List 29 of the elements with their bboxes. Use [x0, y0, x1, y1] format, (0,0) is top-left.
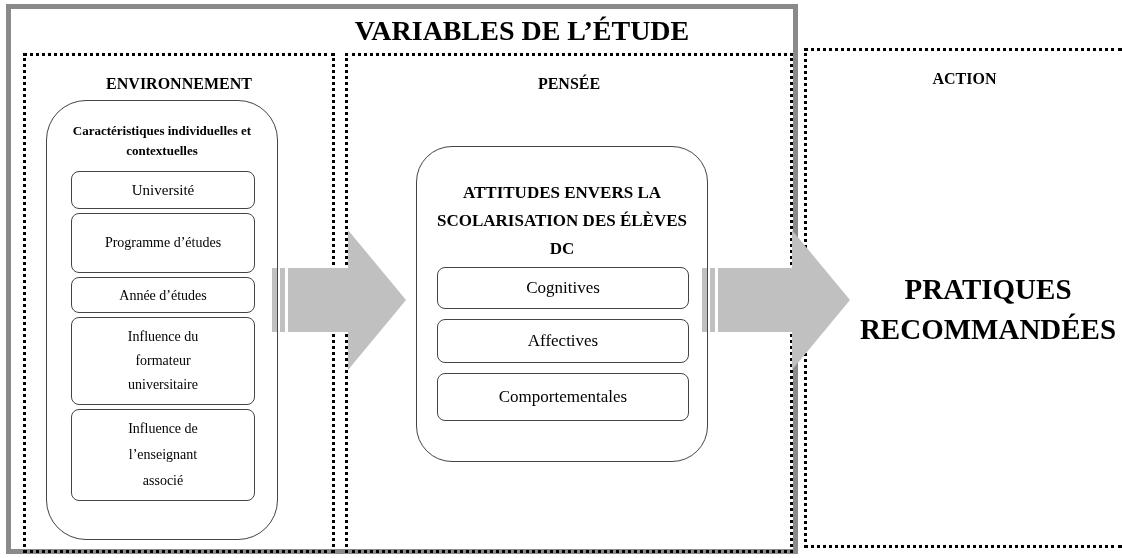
attitude-label: Cognitives — [526, 277, 600, 300]
frame-title: VARIABLES DE L’ÉTUDE — [354, 14, 690, 48]
variable-label: Influence du formateur universitaire — [126, 328, 200, 394]
attitude-box — [437, 319, 689, 363]
variable-label: Université — [131, 180, 195, 200]
panel-heading: ENVIRONNEMENT — [106, 74, 252, 94]
variable-box — [71, 171, 255, 209]
block-arrow — [272, 230, 406, 370]
column-panel — [804, 48, 1122, 548]
attitude-label: Comportementales — [498, 386, 628, 409]
group-heading: ATTITUDES ENVERS LA SCOLARISATION DES ÉLÈVES DC — [435, 182, 688, 260]
variable-label: Programme d’études — [104, 234, 222, 252]
variable-label: Année d’études — [119, 286, 207, 305]
panel-heading: ACTION — [932, 69, 997, 89]
variable-box — [71, 409, 255, 501]
group-box — [46, 100, 278, 540]
column-panel — [23, 53, 335, 553]
block-arrow — [702, 230, 850, 370]
attitude-box — [437, 373, 689, 421]
variable-label: Influence de l’enseignant associé — [127, 420, 199, 490]
variable-box — [71, 317, 255, 405]
outcome-label: PRATIQUES RECOMMANDÉES — [858, 272, 1118, 347]
group-heading: Caractéristiques individuelles et contextuelles — [71, 122, 253, 160]
variable-box — [71, 213, 255, 273]
variable-box — [71, 277, 255, 313]
attitude-label: Affectives — [527, 330, 599, 353]
attitude-box — [437, 267, 689, 309]
panel-heading: PENSÉE — [537, 73, 601, 94]
outer-frame — [6, 4, 798, 554]
